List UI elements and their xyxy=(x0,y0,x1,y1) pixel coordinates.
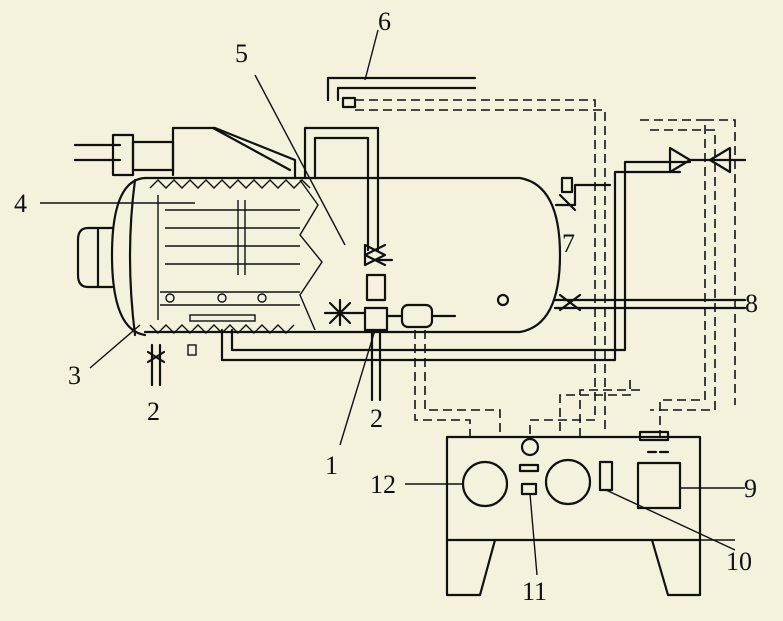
label-8: 8 xyxy=(745,289,758,318)
label-5: 5 xyxy=(235,39,248,68)
label-7: 7 xyxy=(562,229,575,258)
label-12: 12 xyxy=(370,470,396,499)
label-2-left: 2 xyxy=(147,397,160,426)
label-9: 9 xyxy=(744,474,757,503)
inlet-pipe-6 xyxy=(326,76,477,109)
label-2-center: 2 xyxy=(370,404,383,433)
steam-piping xyxy=(146,126,747,402)
label-1: 1 xyxy=(325,451,338,480)
door-mechanism xyxy=(73,126,297,180)
label-4: 4 xyxy=(14,189,27,218)
control-cabinet xyxy=(445,430,702,597)
label-11: 11 xyxy=(522,577,547,606)
leader-lines xyxy=(40,29,745,576)
label-3: 3 xyxy=(68,361,81,390)
control-signal-lines xyxy=(355,99,736,437)
autoclave-tank xyxy=(76,176,562,356)
label-6: 6 xyxy=(378,7,391,36)
label-10: 10 xyxy=(726,547,752,576)
